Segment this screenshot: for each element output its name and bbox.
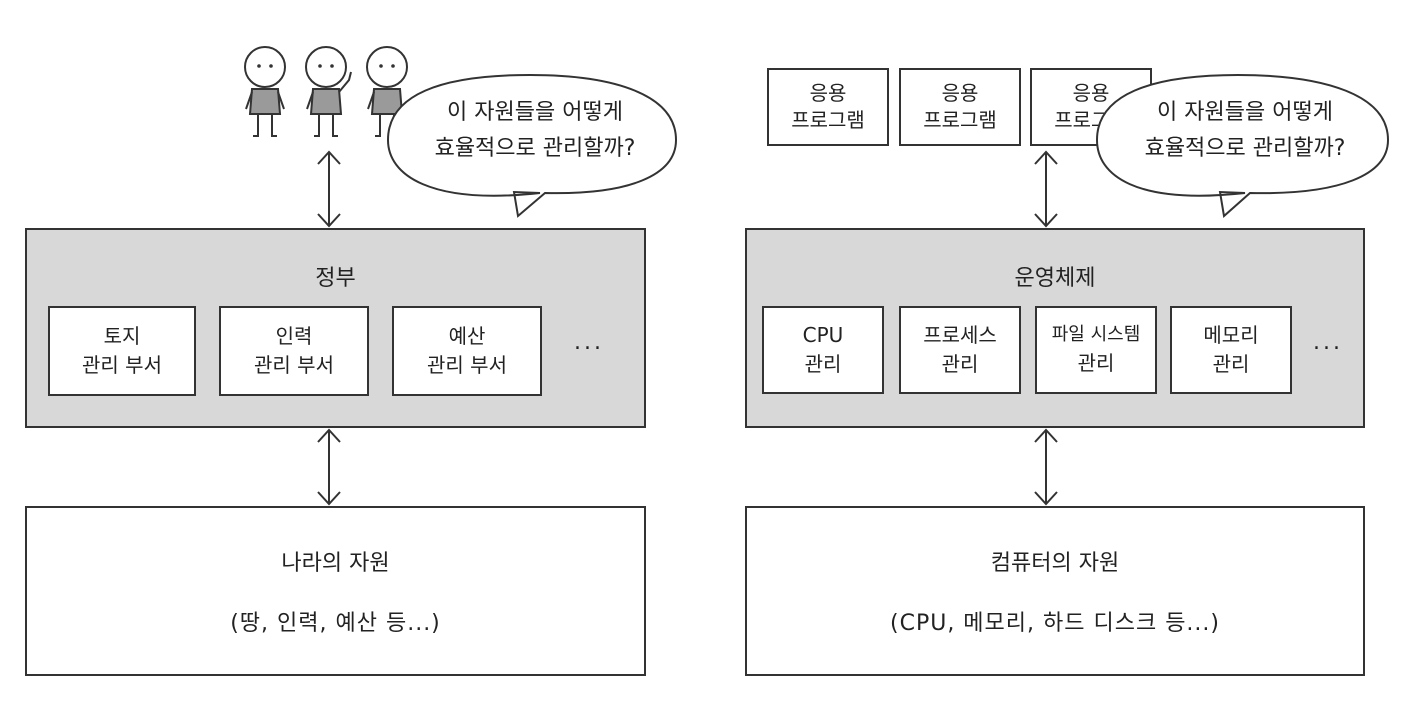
app-line: 프로그램 [923,108,997,132]
double-arrow-icon [317,150,341,228]
app-line: 응용 [1072,81,1110,105]
app-box: 응용 프로그램 [767,68,889,146]
speech-bubble-left-text: 이 자원들을 어떻게 효율적으로 관리할까? [400,95,670,168]
dept-line: 관리 부서 [427,353,507,377]
mgmt-line: 파일 시스템 [1051,324,1141,346]
ellipsis: ... [574,330,604,355]
resources-subtitle: (CPU, 메모리, 하드 디스크 등...) [890,611,1220,636]
person-icon [244,46,286,137]
dept-line: 인력 [275,324,313,348]
ellipsis: ... [1313,330,1343,355]
mgmt-box-filesystem: 파일 시스템 관리 [1035,306,1157,394]
double-arrow-icon [1034,428,1058,506]
panel-title: 정부 [315,266,356,291]
person-icon [305,46,352,137]
app-line: 응용 [809,81,847,105]
mgmt-line: CPU [802,323,844,347]
resources-title: 나라의 자원 [281,551,390,576]
dept-line: 예산 [448,324,486,348]
resources-box-country: 나라의 자원 (땅, 인력, 예산 등...) [25,506,646,676]
double-arrow-icon [1034,150,1058,228]
speech-bubble-line: 효율적으로 관리할까? [1144,136,1346,162]
resources-title: 컴퓨터의 자원 [990,551,1120,576]
app-line: 프로그램 [791,108,865,132]
mgmt-line: 관리 [1212,352,1250,376]
mgmt-line: 관리 [804,352,842,376]
double-arrow-icon [317,428,341,506]
mgmt-line: 관리 [941,352,979,376]
dept-line: 관리 부서 [82,353,162,377]
mgmt-line: 프로세스 [923,323,997,347]
resources-subtitle: (땅, 인력, 예산 등...) [230,611,441,636]
app-box: 응용 프로그램 [899,68,1021,146]
mgmt-box-cpu: CPU 관리 [762,306,884,394]
dept-box-budget: 예산 관리 부서 [392,306,542,396]
speech-bubble-right-text: 이 자원들을 어떻게 효율적으로 관리할까? [1108,95,1382,168]
mgmt-line: 관리 [1077,350,1115,375]
resources-box-computer: 컴퓨터의 자원 (CPU, 메모리, 하드 디스크 등...) [745,506,1365,676]
app-line: 응용 [941,81,979,105]
speech-bubble-line: 이 자원들을 어떻게 [1157,100,1333,125]
dept-box-land: 토지 관리 부서 [48,306,196,396]
speech-bubble-line: 이 자원들을 어떻게 [447,100,623,125]
mgmt-box-memory: 메모리 관리 [1170,306,1292,394]
panel-title: 운영체제 [1014,266,1096,291]
mgmt-box-process: 프로세스 관리 [899,306,1021,394]
speech-bubble-line: 효율적으로 관리할까? [434,136,636,162]
mgmt-line: 메모리 [1203,323,1259,347]
dept-line: 토지 [103,324,141,348]
dept-box-personnel: 인력 관리 부서 [219,306,369,396]
dept-line: 관리 부서 [254,353,334,377]
